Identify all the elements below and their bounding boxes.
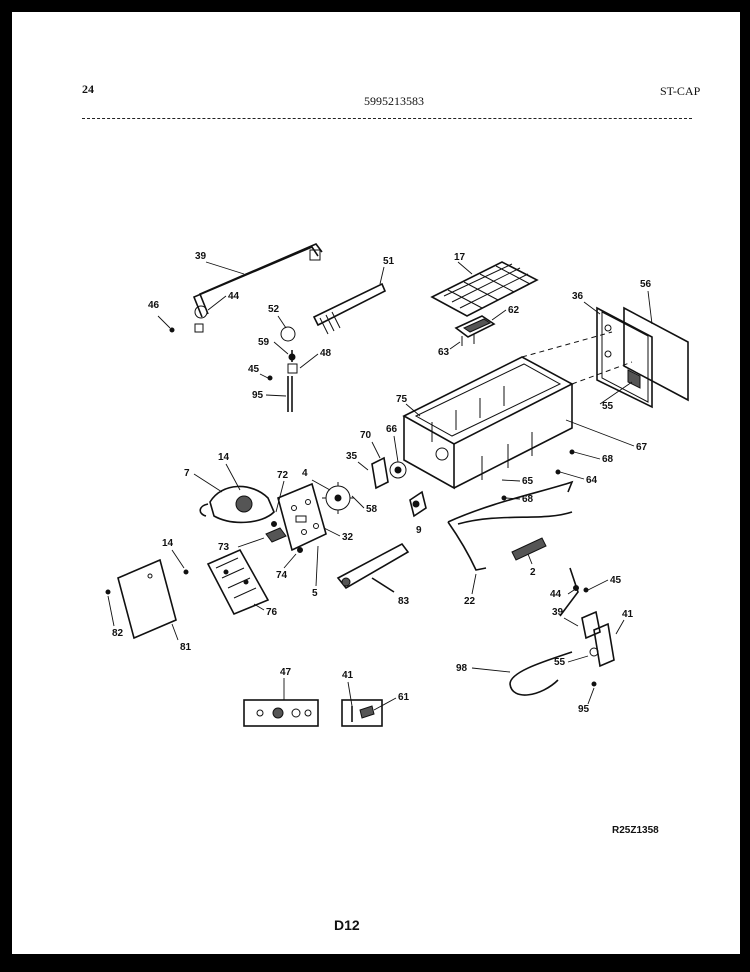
callout-83: 83 [398, 596, 410, 607]
control-board [206, 548, 270, 616]
callout-5: 5 [312, 588, 318, 599]
callout-4: 4 [302, 468, 308, 479]
ice-maker-housing [402, 331, 633, 490]
callout-76: 76 [266, 607, 278, 618]
callout-74: 74 [276, 570, 288, 581]
cam-and-arm [371, 456, 407, 490]
callout-68b: 68 [522, 494, 534, 505]
hardware-kit-41-61 [341, 699, 383, 727]
callout-45b: 45 [610, 575, 622, 586]
callout-61b: 61 [398, 692, 410, 703]
callout-22: 22 [464, 596, 476, 607]
callout-41: 41 [622, 609, 634, 620]
callout-72: 72 [277, 470, 289, 481]
callout-14b: 14 [162, 538, 174, 549]
callout-68: 68 [602, 454, 614, 465]
ice-mold-tray [430, 261, 539, 317]
header-rule [82, 118, 692, 119]
shutoff-lever [336, 542, 410, 593]
page-number: 24 [82, 82, 94, 96]
callout-9: 9 [416, 525, 422, 536]
tray-bracket [454, 315, 496, 346]
shaft-assembly [267, 326, 298, 412]
callout-81: 81 [180, 642, 192, 653]
ejector-rod [192, 243, 323, 333]
part-number: 5995213583 [364, 94, 424, 108]
callout-48: 48 [320, 348, 332, 359]
drive-gear [322, 482, 354, 514]
callout-73: 73 [218, 542, 230, 553]
callout-47: 47 [280, 667, 292, 678]
parts-sheet: 24 5995213583 ST-CAP 39 44 46 51 [12, 12, 740, 954]
cover-panel [623, 306, 689, 402]
callout-41b: 41 [342, 670, 354, 681]
drive-motor [199, 485, 275, 524]
callout-66: 66 [386, 424, 398, 435]
fill-valve-assembly [509, 567, 615, 696]
callout-63: 63 [438, 347, 450, 358]
callout-75: 75 [396, 394, 408, 405]
callout-65: 65 [522, 476, 534, 487]
callout-55: 55 [602, 401, 614, 412]
callout-45: 45 [248, 364, 260, 375]
callout-52: 52 [268, 304, 280, 315]
callout-32: 32 [342, 532, 354, 543]
callout-55b: 55 [554, 657, 566, 668]
hardware-kit-47 [243, 699, 319, 727]
callout-2: 2 [530, 567, 536, 578]
wire-harness [447, 480, 574, 571]
model-code: ST-CAP [660, 84, 701, 98]
callout-46: 46 [148, 300, 160, 311]
callout-39: 39 [195, 251, 207, 262]
callout-67: 67 [636, 442, 648, 453]
callout-44b: 44 [550, 589, 562, 600]
callout-58: 58 [366, 504, 378, 515]
back-panel [117, 558, 177, 640]
callout-36: 36 [572, 291, 584, 302]
callout-35: 35 [346, 451, 358, 462]
callout-14a: 14 [218, 452, 230, 463]
sheet-code: D12 [334, 917, 360, 933]
callout-64: 64 [586, 475, 598, 486]
callout-39b: 39 [552, 607, 564, 618]
callout-56: 56 [640, 279, 652, 290]
switch-parts [265, 527, 303, 553]
callout-82: 82 [112, 628, 124, 639]
callout-62: 62 [508, 305, 520, 316]
module-plate [277, 482, 327, 552]
switch-clip [409, 490, 427, 518]
callout-70: 70 [360, 430, 372, 441]
callout-17: 17 [454, 252, 466, 263]
callout-95b: 95 [578, 704, 590, 715]
callout-98: 98 [456, 663, 468, 674]
callout-95: 95 [252, 390, 264, 401]
callout-51: 51 [383, 256, 395, 267]
exploded-parts-diagram: 39 44 46 51 17 62 63 [105, 243, 689, 727]
drawing-code: R25Z1358 [612, 825, 659, 836]
callout-44: 44 [228, 291, 240, 302]
callout-59: 59 [258, 337, 270, 348]
callout-7: 7 [184, 468, 190, 479]
front-cover [596, 306, 653, 409]
heater-rod [312, 282, 387, 335]
